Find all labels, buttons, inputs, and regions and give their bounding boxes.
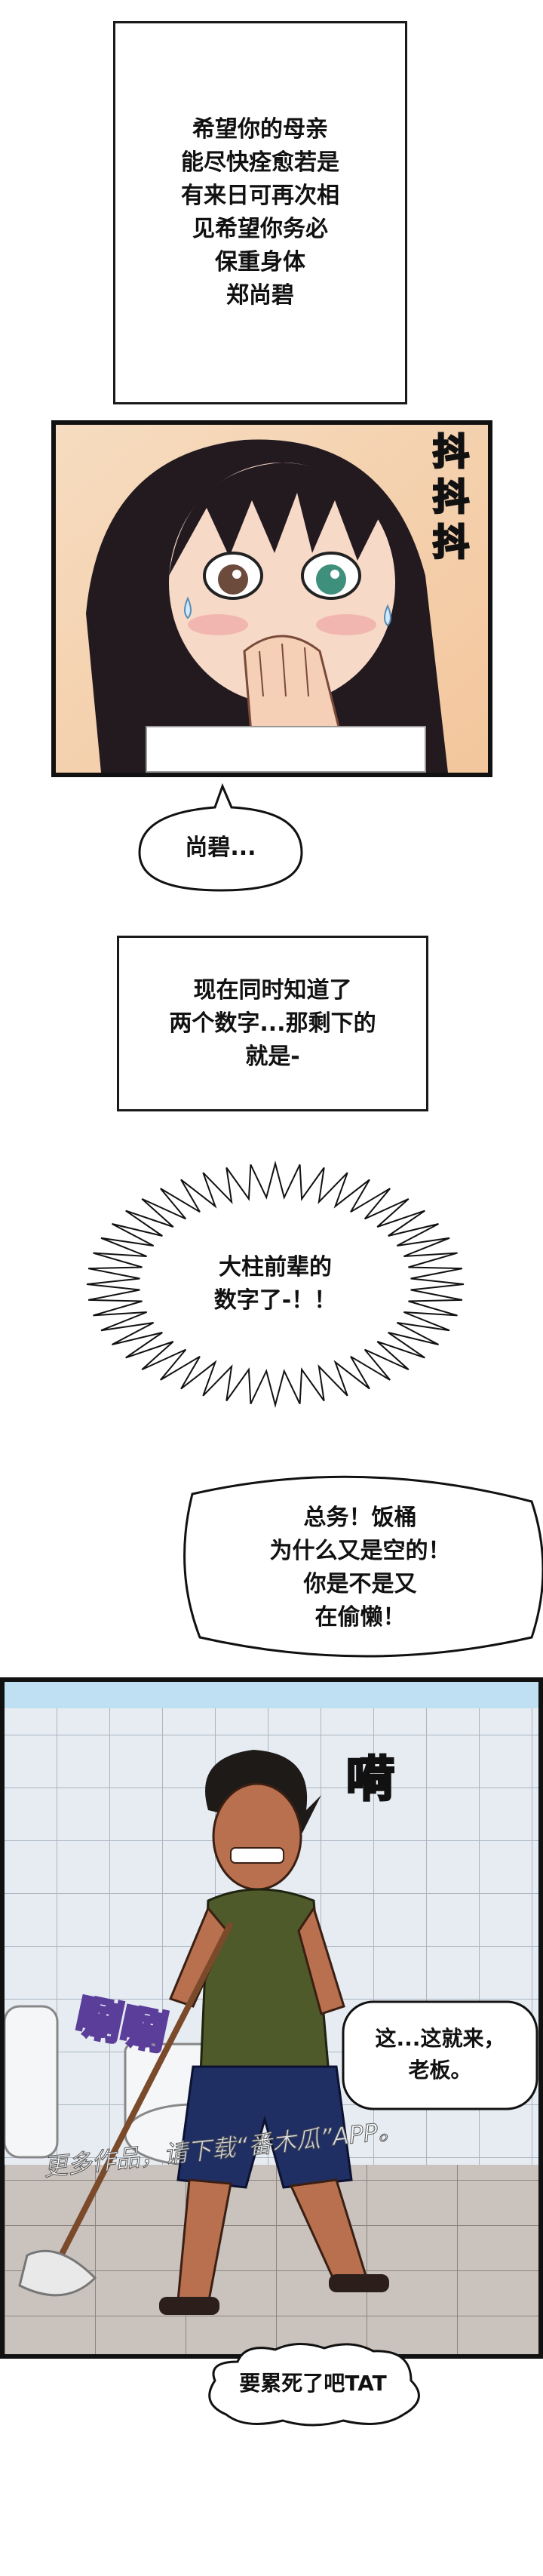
comic-panel-bathroom: 嗬 唰唰 这...这就来， 老板。 更多作品，请下载“番木瓜”APP。 xyxy=(0,1677,543,2359)
letter-box: 希望你的母亲 能尽快痊愈若是 有来日可再次相 见希望你务必 保重身体 郑尚碧 xyxy=(113,21,407,404)
thought-bubble: 要累死了吧TAT xyxy=(192,2339,434,2430)
narration-box-two: 现在同时知道了 两个数字...那剩下的 就是- xyxy=(117,936,428,1111)
burst-bubble-text: 大柱前辈的 数字了-！！ xyxy=(213,1254,337,1314)
narration-two-text: 现在同时知道了 两个数字...那剩下的 就是- xyxy=(169,976,376,1070)
bathroom-illustration xyxy=(5,1682,538,2354)
burst-outline xyxy=(86,1160,465,1408)
shout-bubble-text: 总务！饭桶 为什么又是空的！ 你是不是又 在偷懒！ xyxy=(269,1505,451,1631)
shout-bubble: 总务！饭桶 为什么又是空的！ 你是不是又 在偷懒！ xyxy=(177,1471,543,1668)
reply-bubble: 这...这就来， 老板。 xyxy=(340,1999,538,2112)
reply-bubble-text: 这...这就来， 老板。 xyxy=(375,2026,505,2083)
speech-bubble-one: 尚碧... xyxy=(132,777,309,898)
letter-text: 希望你的母亲 能尽快痊愈若是 有来日可再次相 见希望你务必 保重身体 郑尚碧 xyxy=(181,116,339,309)
comic-panel-girl: 抖抖抖 xyxy=(51,420,492,777)
speech-bubble-one-text: 尚碧... xyxy=(185,835,256,861)
thought-bubble-text: 要累死了吧TAT xyxy=(239,2371,387,2396)
shake-sfx: 抖抖抖 xyxy=(431,430,470,565)
girl-illustration xyxy=(56,425,488,773)
burst-bubble: 大柱前辈的 数字了-！！ xyxy=(72,1154,479,1415)
panting-sfx: 嗬 xyxy=(345,1752,396,1808)
